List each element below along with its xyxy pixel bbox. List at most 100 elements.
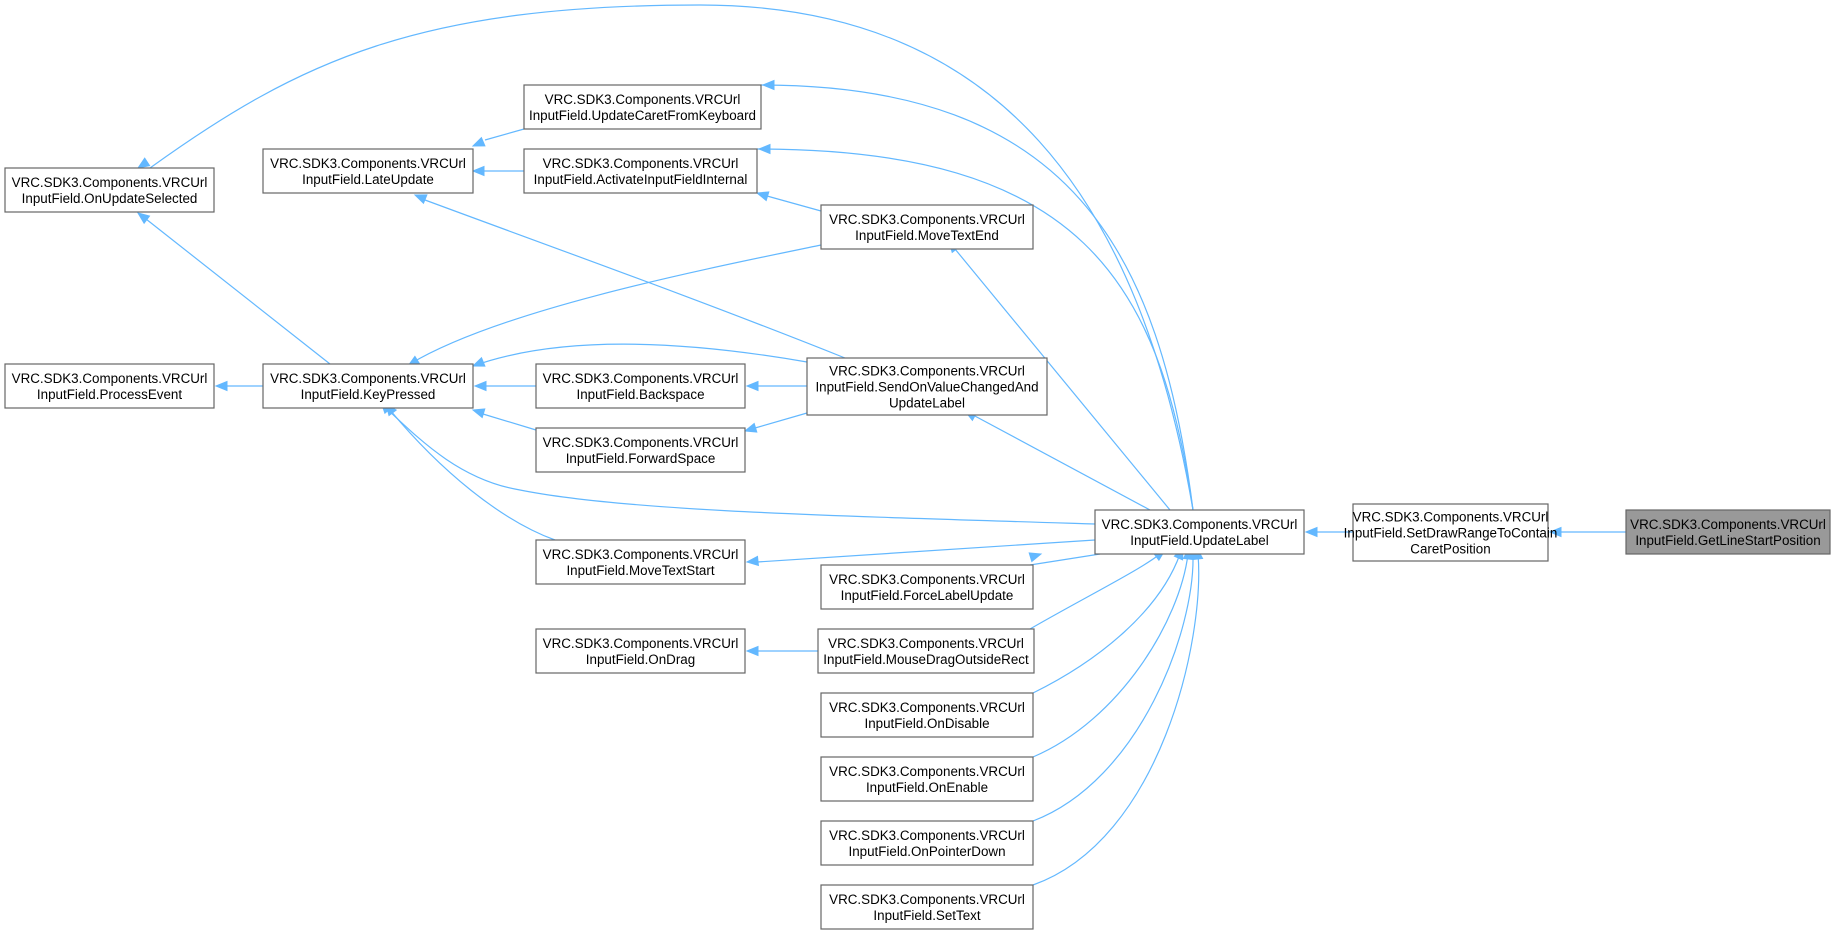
edge-arrowhead	[471, 356, 486, 367]
node-onenable[interactable]: VRC.SDK3.Components.VRCUrlInputField.OnE…	[820, 756, 1034, 802]
node-label-line1: VRC.SDK3.Components.VRCUrl	[1102, 517, 1298, 532]
node-label-line1: VRC.SDK3.Components.VRCUrl	[543, 156, 739, 171]
edge-line	[1029, 553, 1101, 566]
edge-arrowhead	[413, 194, 428, 205]
node-label-line2: InputField.MoveTextEnd	[855, 228, 999, 243]
node-settext[interactable]: VRC.SDK3.Components.VRCUrlInputField.Set…	[820, 884, 1034, 930]
edge-line	[385, 407, 1096, 525]
edge-line	[954, 248, 1171, 511]
edge-line	[472, 343, 808, 367]
node-lateupdate[interactable]: VRC.SDK3.Components.VRCUrlInputField.Lat…	[262, 148, 474, 194]
node-box	[1094, 509, 1305, 555]
node-label-line2: InputField.SetDrawRangeToContain	[1344, 526, 1558, 541]
node-label-line2: InputField.KeyPressed	[301, 387, 436, 402]
edge-updatecaret-to-lateupdate	[471, 128, 525, 147]
node-updatecaret[interactable]: VRC.SDK3.Components.VRCUrlInputField.Upd…	[523, 84, 762, 130]
edge-arrowhead	[745, 555, 759, 567]
node-box	[820, 692, 1034, 738]
node-ondrag[interactable]: VRC.SDK3.Components.VRCUrlInputField.OnD…	[535, 628, 746, 674]
edge-line	[756, 539, 1096, 563]
node-label-line1: VRC.SDK3.Components.VRCUrl	[829, 764, 1025, 779]
node-box	[820, 820, 1034, 866]
node-forcelabel[interactable]: VRC.SDK3.Components.VRCUrlInputField.For…	[820, 564, 1034, 610]
node-label-line1: VRC.SDK3.Components.VRCUrl	[545, 92, 741, 107]
node-box	[535, 427, 746, 473]
edge-mousedrag-to-ondrag	[745, 645, 818, 657]
edge-arrowhead	[745, 645, 759, 657]
node-label-line3: CaretPosition	[1410, 542, 1490, 557]
edge-movetextend-to-keypressed	[406, 244, 822, 367]
node-label-line1: VRC.SDK3.Components.VRCUrl	[829, 364, 1025, 379]
node-label-line1: VRC.SDK3.Components.VRCUrl	[543, 636, 739, 651]
node-box	[262, 148, 474, 194]
node-label-line2: InputField.ProcessEvent	[37, 387, 182, 402]
node-label-line1: VRC.SDK3.Components.VRCUrl	[543, 435, 739, 450]
node-sendonvalue[interactable]: VRC.SDK3.Components.VRCUrlInputField.Sen…	[806, 357, 1048, 416]
node-onpointerdown[interactable]: VRC.SDK3.Components.VRCUrlInputField.OnP…	[820, 820, 1034, 866]
node-box	[817, 628, 1035, 674]
node-forwardspace[interactable]: VRC.SDK3.Components.VRCUrlInputField.For…	[535, 427, 746, 473]
edge-line	[409, 244, 822, 365]
edge-updatelabel-to-activate	[756, 143, 1194, 511]
node-box	[820, 756, 1034, 802]
node-label-line2: InputField.OnEnable	[866, 780, 988, 795]
node-movetextend[interactable]: VRC.SDK3.Components.VRCUrlInputField.Mov…	[820, 204, 1034, 250]
node-keypressed[interactable]: VRC.SDK3.Components.VRCUrlInputField.Key…	[262, 363, 474, 409]
edge-line	[754, 412, 808, 429]
node-ondisable[interactable]: VRC.SDK3.Components.VRCUrlInputField.OnD…	[820, 692, 1034, 738]
edge-line	[1032, 553, 1200, 886]
node-label-line1: VRC.SDK3.Components.VRCUrl	[829, 828, 1025, 843]
node-onupdateselected[interactable]: VRC.SDK3.Components.VRCUrlInputField.OnU…	[4, 167, 215, 213]
edge-line	[482, 413, 537, 431]
edge-arrowhead	[757, 143, 771, 155]
nodes-layer: VRC.SDK3.Components.VRCUrlInputField.Get…	[4, 84, 1831, 930]
node-label-line1: VRC.SDK3.Components.VRCUrl	[829, 212, 1025, 227]
node-box	[1352, 503, 1549, 562]
node-updatelabel[interactable]: VRC.SDK3.Components.VRCUrlInputField.Upd…	[1094, 509, 1305, 555]
node-label-line2: InputField.LateUpdate	[302, 172, 434, 187]
edge-updatelabel-to-onupdateselected	[136, 4, 1194, 511]
node-box	[806, 357, 1048, 416]
node-box	[262, 363, 474, 409]
edge-arrowhead	[473, 380, 487, 392]
node-box	[820, 564, 1034, 610]
node-label-line1: VRC.SDK3.Components.VRCUrl	[1353, 510, 1549, 525]
node-mousedrag[interactable]: VRC.SDK3.Components.VRCUrlInputField.Mou…	[817, 628, 1035, 674]
edge-line	[424, 199, 846, 359]
node-label-line2: InputField.ForceLabelUpdate	[841, 588, 1014, 603]
edge-getlinestart-to-setdrawrange	[1548, 526, 1626, 538]
edge-forwardspace-to-keypressed	[471, 408, 537, 431]
edge-backspace-to-keypressed	[473, 380, 536, 392]
node-box	[523, 84, 762, 130]
node-label-line2: InputField.OnUpdateSelected	[22, 191, 198, 206]
node-label-line2: InputField.OnDisable	[864, 716, 989, 731]
node-label-line1: VRC.SDK3.Components.VRCUrl	[829, 572, 1025, 587]
node-activate[interactable]: VRC.SDK3.Components.VRCUrlInputField.Act…	[523, 148, 758, 194]
node-getlinestart[interactable]: VRC.SDK3.Components.VRCUrlInputField.Get…	[1625, 509, 1831, 555]
node-processevent[interactable]: VRC.SDK3.Components.VRCUrlInputField.Pro…	[4, 363, 215, 409]
edge-arrowhead	[471, 165, 485, 177]
node-movetextstart[interactable]: VRC.SDK3.Components.VRCUrlInputField.Mov…	[535, 539, 746, 585]
node-label-line1: VRC.SDK3.Components.VRCUrl	[1630, 517, 1826, 532]
edge-line	[1032, 553, 1181, 694]
node-label-line2: InputField.SetText	[873, 908, 980, 923]
edge-sendonvalue-to-backspace	[745, 380, 807, 392]
node-box	[535, 363, 746, 409]
node-label-line3: UpdateLabel	[889, 396, 965, 411]
node-label-line2: InputField.GetLineStartPosition	[1635, 533, 1820, 548]
edge-arrowhead	[471, 136, 486, 147]
node-label-line2: InputField.UpdateLabel	[1130, 533, 1268, 548]
edge-line	[1029, 553, 1161, 630]
edge-sendonvalue-to-lateupdate	[413, 194, 846, 359]
node-box	[820, 884, 1034, 930]
edge-line	[149, 4, 1194, 511]
node-setdrawrange[interactable]: VRC.SDK3.Components.VRCUrlInputField.Set…	[1344, 503, 1558, 562]
edge-movetextstart-to-keypressed	[385, 402, 556, 541]
node-label-line2: InputField.MoveTextStart	[566, 563, 714, 578]
node-backspace[interactable]: VRC.SDK3.Components.VRCUrlInputField.Bac…	[535, 363, 746, 409]
edge-setdrawrange-to-updatelabel	[1304, 526, 1353, 538]
node-label-line2: InputField.ForwardSpace	[566, 451, 716, 466]
edge-line	[1032, 553, 1189, 758]
edge-sendonvalue-to-forwardspace	[743, 412, 808, 433]
edge-line	[972, 414, 1151, 511]
